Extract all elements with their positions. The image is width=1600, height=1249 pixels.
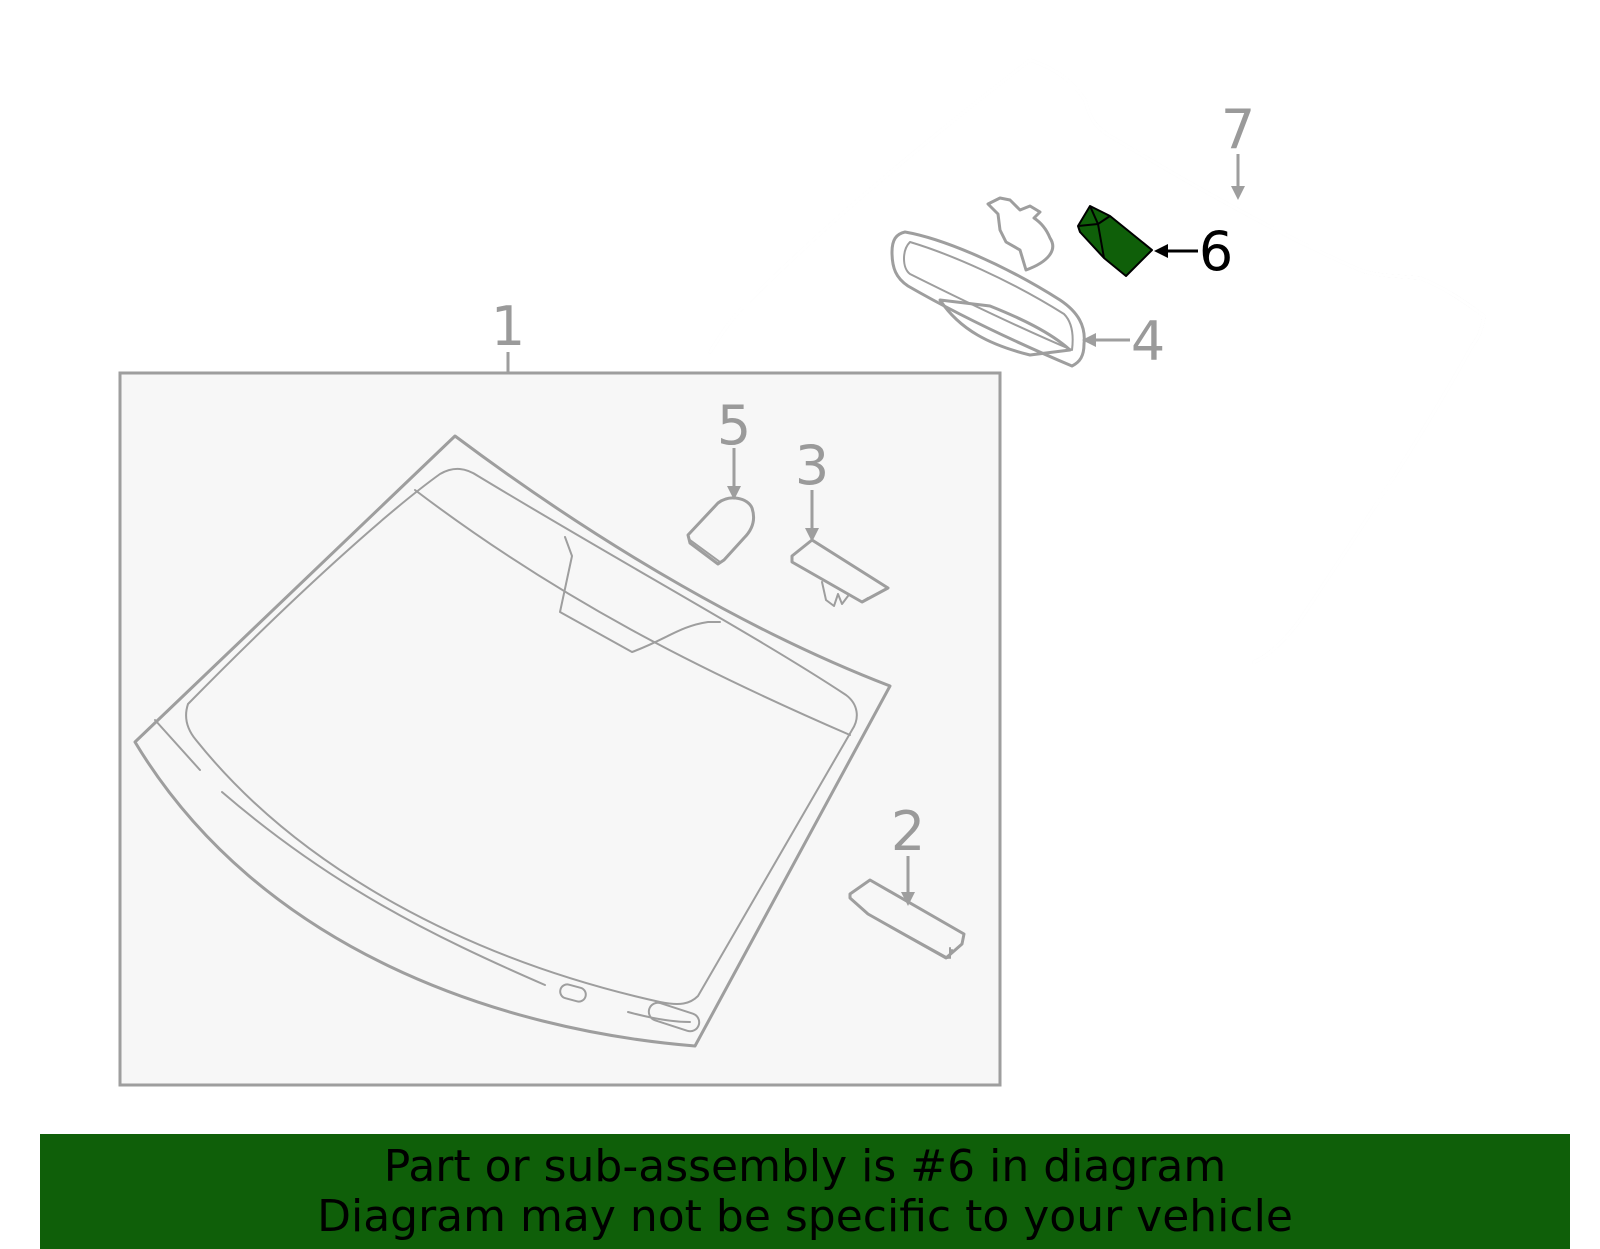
callout-label-2: 2 bbox=[891, 800, 925, 863]
callout-label-7: 7 bbox=[1221, 98, 1255, 161]
banner-line-disclaimer: Diagram may not be specific to your vehi… bbox=[317, 1190, 1293, 1242]
banner-line-part-number: Part or sub-assembly is #6 in diagram bbox=[383, 1140, 1227, 1192]
leader-lines bbox=[506, 154, 1245, 906]
callout-label-4: 4 bbox=[1131, 310, 1165, 373]
callout-label-1: 1 bbox=[491, 295, 525, 358]
part-3-clip bbox=[790, 538, 890, 607]
part-2-trim bbox=[848, 878, 966, 960]
part-7-moulding bbox=[708, 58, 1486, 664]
info-banner: Part or sub-assembly is #6 in diagram Di… bbox=[40, 1134, 1570, 1249]
part-6-highlighted bbox=[1077, 205, 1153, 277]
callout-label-6: 6 bbox=[1199, 220, 1233, 283]
callout-label-3: 3 bbox=[795, 434, 829, 497]
part-5-cover bbox=[686, 496, 756, 566]
windshield-glass bbox=[133, 434, 892, 1048]
part-4-mirror bbox=[890, 196, 1086, 368]
callout-label-5: 5 bbox=[717, 394, 751, 457]
